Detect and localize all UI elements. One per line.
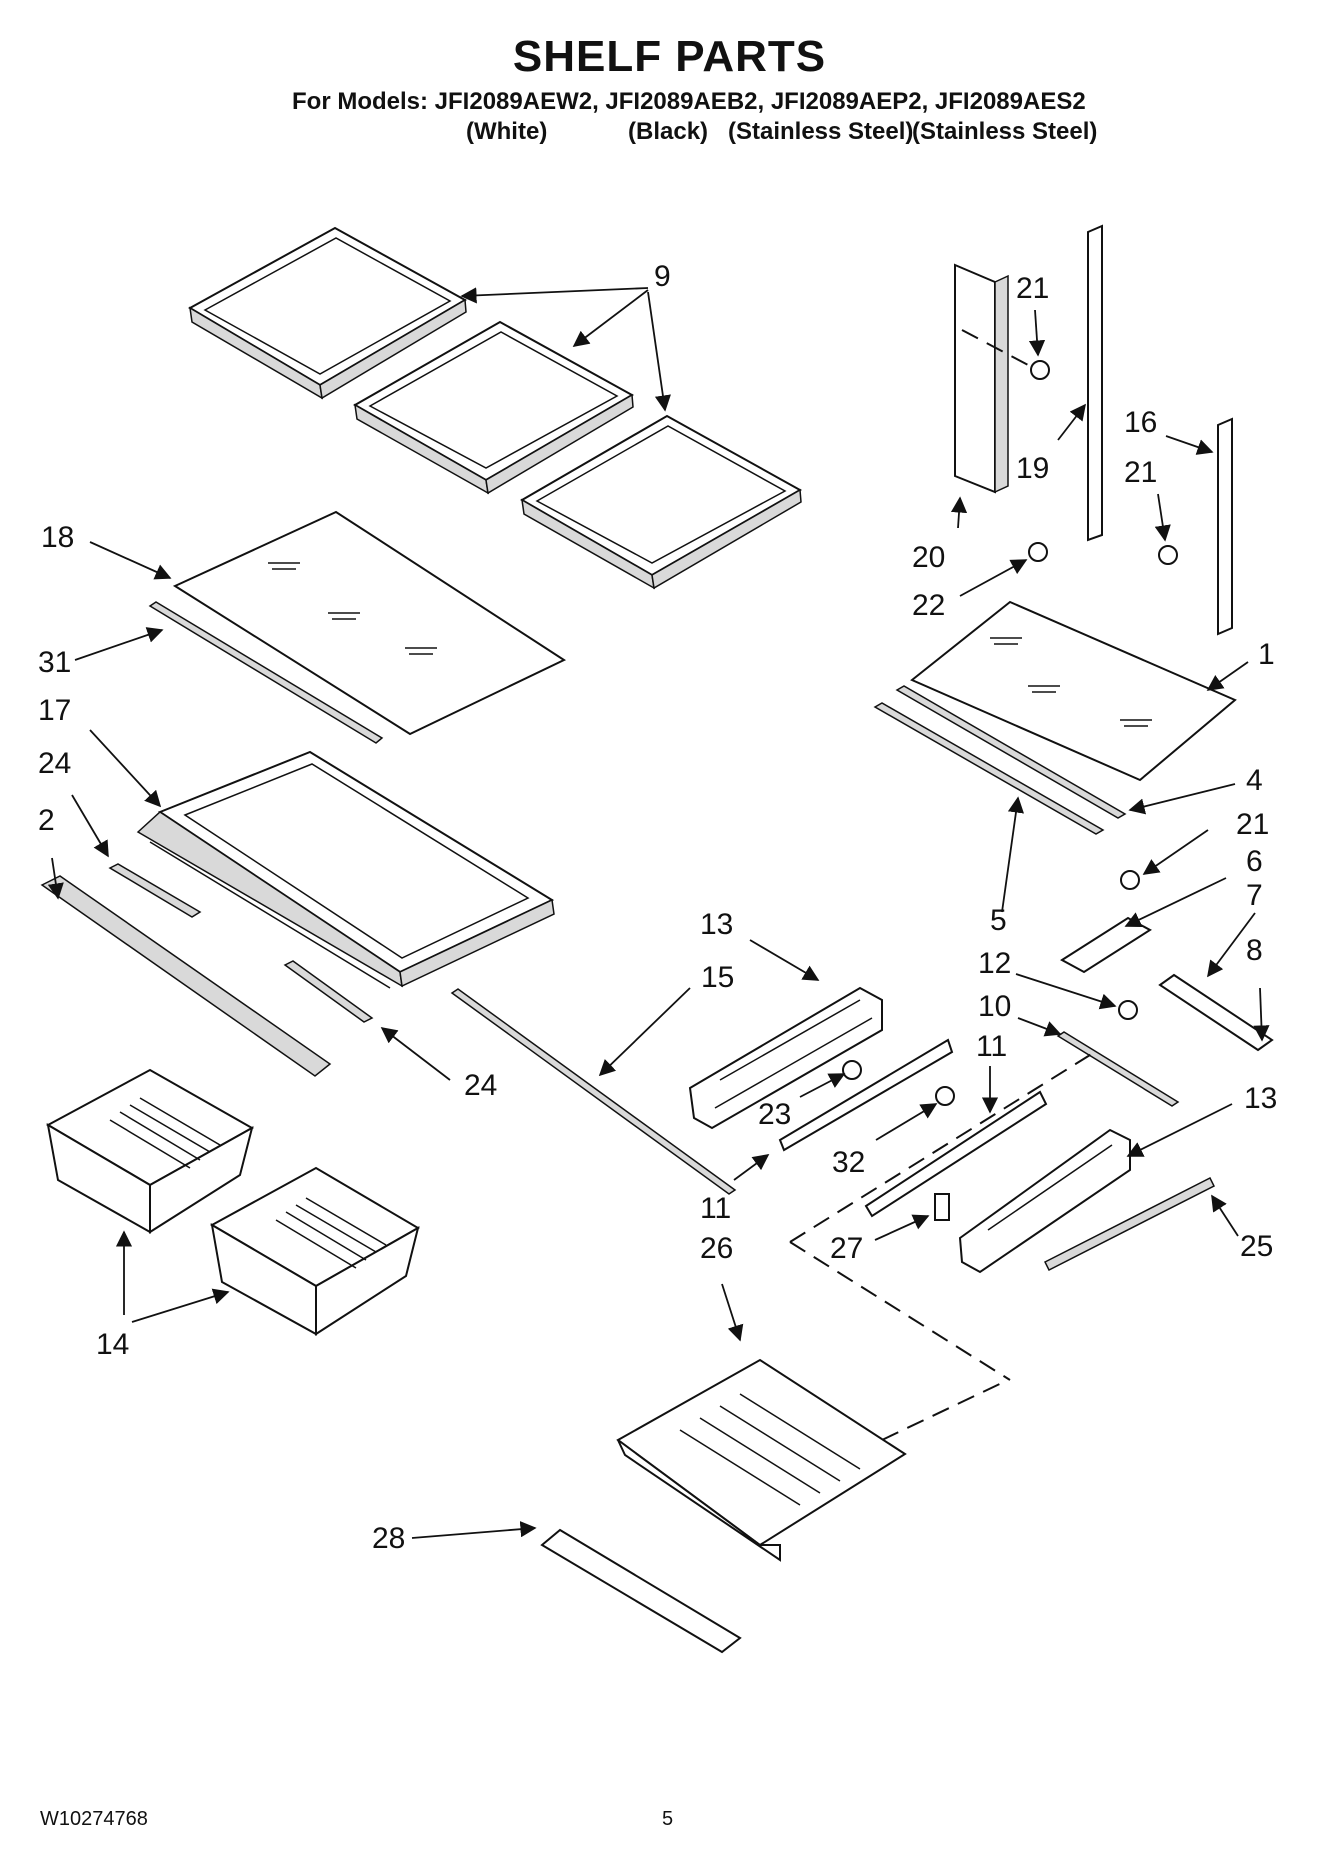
callout-21-a: 21 [1016, 272, 1049, 305]
callout-17: 17 [38, 694, 71, 727]
screw-icon [1118, 1000, 1138, 1020]
callout-6: 6 [1246, 845, 1263, 878]
shelf-9-b [352, 320, 635, 495]
callout-31: 31 [38, 646, 71, 679]
screw-icon [1028, 542, 1048, 562]
rod-15 [450, 988, 737, 1195]
screw-icon [1120, 870, 1140, 890]
callout-13-a: 13 [700, 908, 733, 941]
callout-25: 25 [1240, 1230, 1273, 1263]
cover-28 [540, 1528, 742, 1654]
callout-1: 1 [1258, 638, 1275, 671]
trim-2 [40, 875, 332, 1077]
glass-shelf-1 [910, 600, 1237, 782]
clip-27 [934, 1193, 950, 1221]
screw-icon [1158, 545, 1178, 565]
callout-23: 23 [758, 1098, 791, 1131]
callout-7: 7 [1246, 879, 1263, 912]
shelf-9-c [520, 414, 803, 590]
callout-18: 18 [41, 521, 74, 554]
rail-19 [1087, 224, 1103, 542]
slide-11-b [864, 1090, 1048, 1218]
bracket-7 [1060, 916, 1152, 974]
finish-black: (Black) [628, 118, 709, 145]
trim-strip-31 [148, 601, 384, 744]
screw-icon [1030, 360, 1050, 380]
slide-24-a [108, 863, 202, 918]
callout-27: 27 [830, 1232, 863, 1265]
finish-stainless-2: (Stainless Steel) [912, 118, 1098, 145]
shelf-9-a [187, 226, 468, 400]
screw-21-c [1120, 870, 1140, 890]
dash-line-c [881, 1379, 1009, 1441]
dash-line-b [789, 1241, 1011, 1381]
screw-icon [935, 1086, 955, 1106]
crisper-drawer-14-a [45, 1068, 255, 1234]
page-number: 5 [662, 1808, 674, 1830]
callout-9: 9 [654, 260, 671, 293]
page-title: SHELF PARTS [512, 32, 827, 81]
trim-4 [895, 685, 1127, 819]
callout-24-b: 24 [464, 1069, 497, 1102]
rod-10 [1056, 1031, 1180, 1107]
callout-28: 28 [372, 1522, 405, 1555]
callout-8: 8 [1246, 934, 1263, 967]
slide-24-b [283, 960, 374, 1023]
rod-25 [1043, 1176, 1216, 1272]
crisper-drawer-14-b [209, 1166, 420, 1336]
drawer-support-13-b [958, 1128, 1131, 1274]
glass-shelf-18 [172, 510, 567, 736]
callout-22: 22 [912, 589, 945, 622]
callout-24-a: 24 [38, 747, 71, 780]
callout-10: 10 [978, 990, 1011, 1023]
screw-21-b [1158, 545, 1178, 565]
drawer-support-13-a [688, 986, 883, 1130]
screw-12 [1118, 1000, 1138, 1020]
callout-20: 20 [912, 541, 945, 574]
shelf-frame-17 [136, 750, 555, 989]
callout-13-b: 13 [1244, 1082, 1277, 1115]
screw-32 [935, 1086, 955, 1106]
rail-16 [1217, 417, 1233, 636]
screw-icon [842, 1060, 862, 1080]
finish-white: (White) [466, 118, 548, 145]
callout-15: 15 [701, 961, 734, 994]
models-line: For Models: JFI2089AEW2, JFI2089AEB2, JF… [292, 88, 1086, 115]
callout-26: 26 [700, 1232, 733, 1265]
callout-11-a: 11 [976, 1030, 1007, 1063]
lower-drawer-26 [616, 1358, 907, 1562]
callout-11-b: 11 [700, 1192, 731, 1225]
screw-22 [1028, 542, 1048, 562]
callout-4: 4 [1246, 764, 1263, 797]
screw-23 [842, 1060, 862, 1080]
leader-lines [47, 287, 1270, 1539]
slide-11-a [778, 1038, 954, 1152]
callout-32: 32 [832, 1146, 865, 1179]
document-number: W10274768 [40, 1808, 148, 1830]
screw-21-a [961, 329, 1050, 380]
callout-14: 14 [96, 1328, 129, 1361]
bracket-8 [1158, 973, 1274, 1052]
callout-21-b: 21 [1124, 456, 1157, 489]
callout-5: 5 [990, 904, 1007, 937]
rail-20 [954, 263, 1009, 494]
trim-5 [873, 702, 1105, 835]
callout-21-c: 21 [1236, 808, 1269, 841]
callout-16: 16 [1124, 406, 1157, 439]
finish-stainless-1: (Stainless Steel) [728, 118, 914, 145]
callout-19: 19 [1016, 452, 1049, 485]
dash-line-a [789, 1049, 1099, 1243]
callout-2: 2 [38, 804, 55, 837]
callout-12: 12 [978, 947, 1011, 980]
